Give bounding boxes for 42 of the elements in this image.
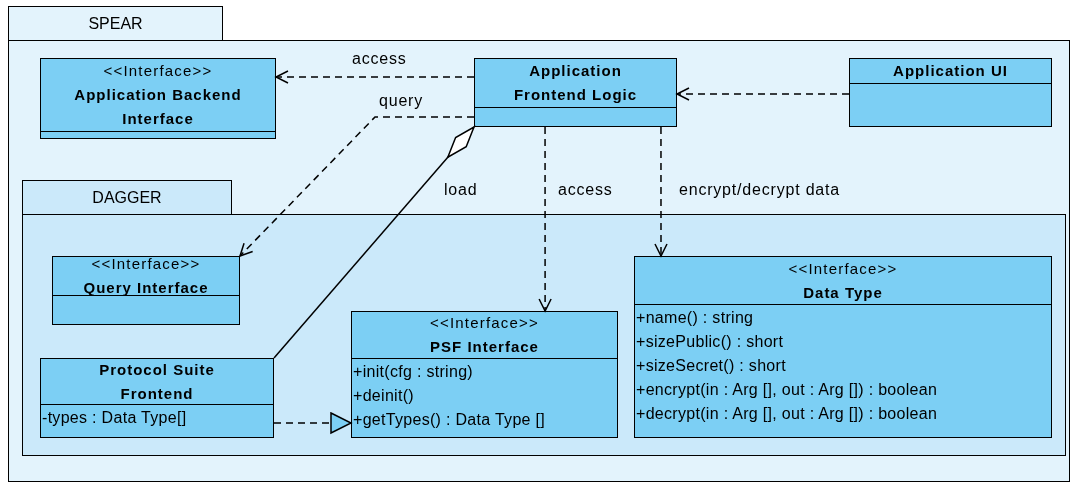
- arrow: [273, 412, 352, 434]
- class-member: +sizeSecret() : short: [636, 356, 787, 376]
- class-box: [351, 311, 618, 438]
- edge-label: load: [443, 180, 479, 200]
- class-member: +sizePublic() : short: [636, 332, 785, 352]
- class-member: +init(cfg : string): [353, 362, 474, 382]
- class-name: Query Interface: [83, 278, 209, 298]
- package-frame: [8, 6, 1070, 482]
- class-box: [40, 358, 274, 438]
- package-name: DAGGER: [92, 187, 162, 208]
- edge-label: encrypt/decrypt data: [678, 180, 841, 200]
- package-frame: [22, 180, 1066, 456]
- class-member: +decrypt(in : Arg [], out : Arg []) : boolean: [636, 404, 939, 424]
- class-name: PSF Interface: [430, 337, 539, 357]
- class-name: Application UI: [893, 61, 1008, 81]
- class-box: [474, 58, 677, 127]
- class-member: +deinit(): [353, 386, 415, 406]
- class-box: [52, 256, 240, 325]
- class-member: +getTypes() : Data Type []: [353, 410, 547, 430]
- class-name: Protocol Suite Frontend: [98, 359, 216, 404]
- class-member: +encrypt(in : Arg [], out : Arg []) : boolean: [636, 380, 939, 400]
- class-member: +name() : string: [636, 308, 755, 328]
- edge-label: access: [351, 49, 408, 69]
- package-name: SPEAR: [88, 13, 143, 34]
- class-name: Application Frontend Logic: [512, 61, 639, 105]
- stereotype-label: <<Interface>>: [430, 313, 539, 333]
- arrow: [676, 87, 850, 101]
- class-name: Data Type: [803, 282, 883, 303]
- class-member: -types : Data Type[]: [42, 408, 188, 428]
- class-name: Application Backend Interface: [73, 85, 243, 129]
- edge-label: access: [557, 180, 614, 200]
- class-box: [40, 58, 276, 139]
- edge-label: query: [378, 91, 425, 111]
- stereotype-label: <<Interface>>: [103, 61, 213, 81]
- arrow: [538, 126, 552, 312]
- arrow: [239, 116, 475, 257]
- stereotype-label: <<Interface>>: [91, 254, 201, 274]
- arrow: [275, 70, 475, 84]
- class-box: [849, 58, 1052, 127]
- arrow: [654, 126, 668, 257]
- class-box: [634, 256, 1052, 438]
- stereotype-label: <<Interface>>: [788, 258, 898, 279]
